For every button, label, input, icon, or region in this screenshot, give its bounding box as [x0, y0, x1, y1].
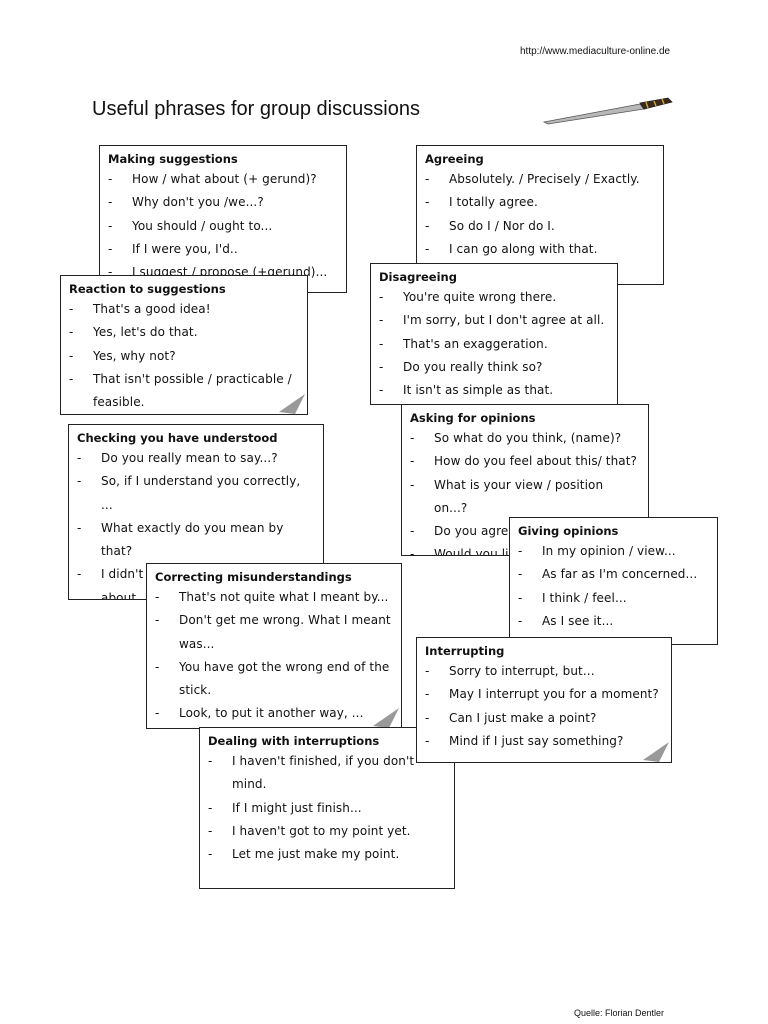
phrase-item: Do you really mean to say...?	[77, 447, 315, 471]
card-correcting-misunderstandings: Correcting misunderstandings That's not …	[146, 563, 402, 729]
card-heading: Disagreeing	[379, 270, 457, 284]
card-dealing-with-interruptions: Dealing with interruptions I haven't fin…	[199, 727, 455, 889]
phrase-item: It isn't as simple as that.	[379, 379, 609, 403]
phrase-item: Yes, let's do that.	[69, 321, 299, 345]
card-heading: Making suggestions	[108, 152, 238, 166]
card-heading: Correcting misunderstandings	[155, 570, 352, 584]
source-credit: Quelle: Florian Dentler	[574, 1008, 665, 1018]
pen-illustration	[542, 97, 673, 125]
phrase-list: You're quite wrong there.I'm sorry, but …	[379, 286, 609, 403]
phrase-item: In my opinion / view...	[518, 540, 709, 564]
phrase-item: I totally agree.	[425, 191, 655, 215]
phrase-item: That's an exaggeration.	[379, 333, 609, 357]
phrase-item: You're quite wrong there.	[379, 286, 609, 310]
phrase-item: I haven't got to my point yet.	[208, 820, 446, 844]
phrase-item: How / what about (+ gerund)?	[108, 168, 338, 192]
phrase-list: I haven't finished, if you don't mind.If…	[208, 750, 446, 867]
source-url: http://www.mediaculture-online.de	[520, 46, 671, 57]
phrase-item: Mind if I just say something?	[425, 730, 663, 754]
phrase-item: Why don't you /we...?	[108, 191, 338, 215]
phrase-item: How do you feel about this/ that?	[410, 450, 640, 474]
card-interrupting: Interrupting Sorry to interrupt, but...M…	[416, 637, 672, 763]
phrase-list: That's not quite what I meant by...Don't…	[155, 586, 393, 726]
phrase-list: In my opinion / view...As far as I'm con…	[518, 540, 709, 633]
phrase-item: What is your view / position on...?	[410, 474, 640, 521]
phrase-item: So what do you think, (name)?	[410, 427, 640, 451]
card-agreeing: Agreeing Absolutely. / Precisely / Exact…	[416, 145, 664, 285]
phrase-item: If I were you, I'd..	[108, 238, 338, 262]
card-disagreeing: Disagreeing You're quite wrong there.I'm…	[370, 263, 618, 405]
page-curl-icon	[639, 740, 671, 762]
card-heading: Giving opinions	[518, 524, 619, 538]
phrase-item: I think / feel...	[518, 587, 709, 611]
phrase-item: Don't get me wrong. What I meant was...	[155, 609, 393, 656]
page-curl-icon	[369, 706, 401, 728]
card-heading: Interrupting	[425, 644, 505, 658]
phrase-item: That's not quite what I meant by...	[155, 586, 393, 610]
card-heading: Dealing with interruptions	[208, 734, 380, 748]
card-heading: Reaction to suggestions	[69, 282, 226, 296]
phrase-item: Do you really think so?	[379, 356, 609, 380]
phrase-item: What exactly do you mean by that?	[77, 517, 315, 564]
phrase-list: How / what about (+ gerund)?Why don't yo…	[108, 168, 338, 285]
card-checking-understood: Checking you have understood Do you real…	[68, 424, 324, 600]
phrase-item: I'm sorry, but I don't agree at all.	[379, 309, 609, 333]
phrase-list: Sorry to interrupt, but...May I interrup…	[425, 660, 663, 753]
phrase-item: If I might just finish...	[208, 797, 446, 821]
phrase-item: Look, to put it another way, ...	[155, 702, 393, 726]
page-curl-icon	[275, 392, 307, 414]
phrase-item: That isn't possible / practicable / feas…	[69, 368, 299, 414]
phrase-item: You should / ought to...	[108, 215, 338, 239]
card-heading: Agreeing	[425, 152, 484, 166]
phrase-item: So, if I understand you correctly, ...	[77, 470, 315, 517]
phrase-item: Can I just make a point?	[425, 707, 663, 731]
phrase-item: As I see it...	[518, 610, 709, 634]
phrase-item: Sorry to interrupt, but...	[425, 660, 663, 684]
page-title: Useful phrases for group discussions	[92, 98, 420, 120]
card-heading: Asking for opinions	[410, 411, 536, 425]
card-reaction-to-suggestions: Reaction to suggestions That's a good id…	[60, 275, 308, 415]
phrase-item: May I interrupt you for a moment?	[425, 683, 663, 707]
phrase-item: That's a good idea!	[69, 298, 299, 322]
phrase-item: Let me just make my point.	[208, 843, 446, 867]
card-heading: Checking you have understood	[77, 431, 278, 445]
phrase-item: You have got the wrong end of the stick.	[155, 656, 393, 703]
phrase-item: Yes, why not?	[69, 345, 299, 369]
card-giving-opinions: Giving opinions In my opinion / view...A…	[509, 517, 718, 645]
phrase-item: I can go along with that.	[425, 238, 655, 262]
phrase-item: Absolutely. / Precisely / Exactly.	[425, 168, 655, 192]
phrase-item: So do I / Nor do I.	[425, 215, 655, 239]
phrase-item: As far as I'm concerned...	[518, 563, 709, 587]
card-making-suggestions: Making suggestions How / what about (+ g…	[99, 145, 347, 293]
phrase-list: That's a good idea!Yes, let's do that.Ye…	[69, 298, 299, 414]
phrase-item: I haven't finished, if you don't mind.	[208, 750, 446, 797]
